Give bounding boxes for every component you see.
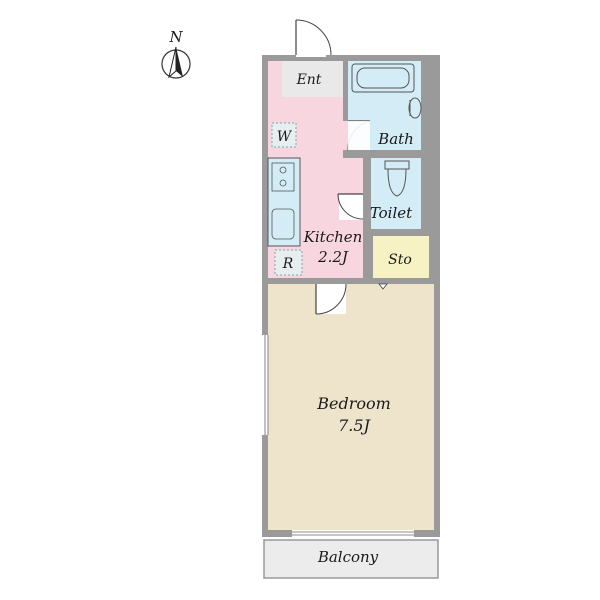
washer-label: W bbox=[277, 129, 293, 145]
entrance-label: Ent bbox=[296, 72, 322, 88]
toilet-label: Toilet bbox=[370, 204, 413, 222]
bedroom-door bbox=[315, 283, 347, 315]
bedroom-west-window bbox=[262, 335, 269, 435]
storage-label: Sto bbox=[388, 252, 412, 268]
bedroom-label: Bedroom bbox=[316, 394, 391, 413]
bedroom-size: 7.5J bbox=[338, 416, 371, 435]
bath-door bbox=[347, 120, 371, 151]
balcony-label: Balcony bbox=[317, 548, 379, 566]
bedroom-north-wall-right bbox=[346, 278, 434, 284]
bath-south-wall bbox=[343, 150, 421, 158]
toilet-door bbox=[337, 193, 364, 220]
kitchen-counter bbox=[267, 157, 301, 247]
kitchen-upper-area bbox=[268, 61, 282, 101]
compass-label: N bbox=[168, 28, 183, 46]
storage-area bbox=[373, 236, 429, 278]
entrance-area bbox=[281, 61, 343, 97]
compass: N bbox=[161, 28, 191, 79]
bedroom-area bbox=[268, 284, 434, 530]
toilet-south-wall bbox=[363, 229, 421, 236]
bathtub bbox=[351, 63, 415, 93]
kitchen-size: 2.2J bbox=[317, 248, 349, 266]
balcony-window bbox=[292, 530, 414, 537]
toilet-bowl bbox=[384, 160, 410, 197]
storage-door-marker bbox=[378, 283, 388, 290]
bedroom-north-wall-left bbox=[268, 278, 316, 284]
storage-east-wall bbox=[429, 236, 434, 278]
washbasin bbox=[408, 97, 422, 119]
bath-label: Bath bbox=[377, 130, 414, 148]
fridge-label: R bbox=[282, 256, 294, 272]
balcony-area bbox=[263, 539, 439, 579]
bath-east-wall bbox=[421, 61, 434, 236]
north-arrow-fill-icon bbox=[176, 47, 183, 77]
washer-space bbox=[271, 122, 297, 148]
kitchen-label: Kitchen bbox=[303, 228, 363, 246]
toilet-west-wall bbox=[363, 158, 371, 236]
fridge-space bbox=[274, 249, 303, 276]
bath-west-wall bbox=[343, 61, 348, 121]
entrance-door bbox=[295, 19, 332, 57]
